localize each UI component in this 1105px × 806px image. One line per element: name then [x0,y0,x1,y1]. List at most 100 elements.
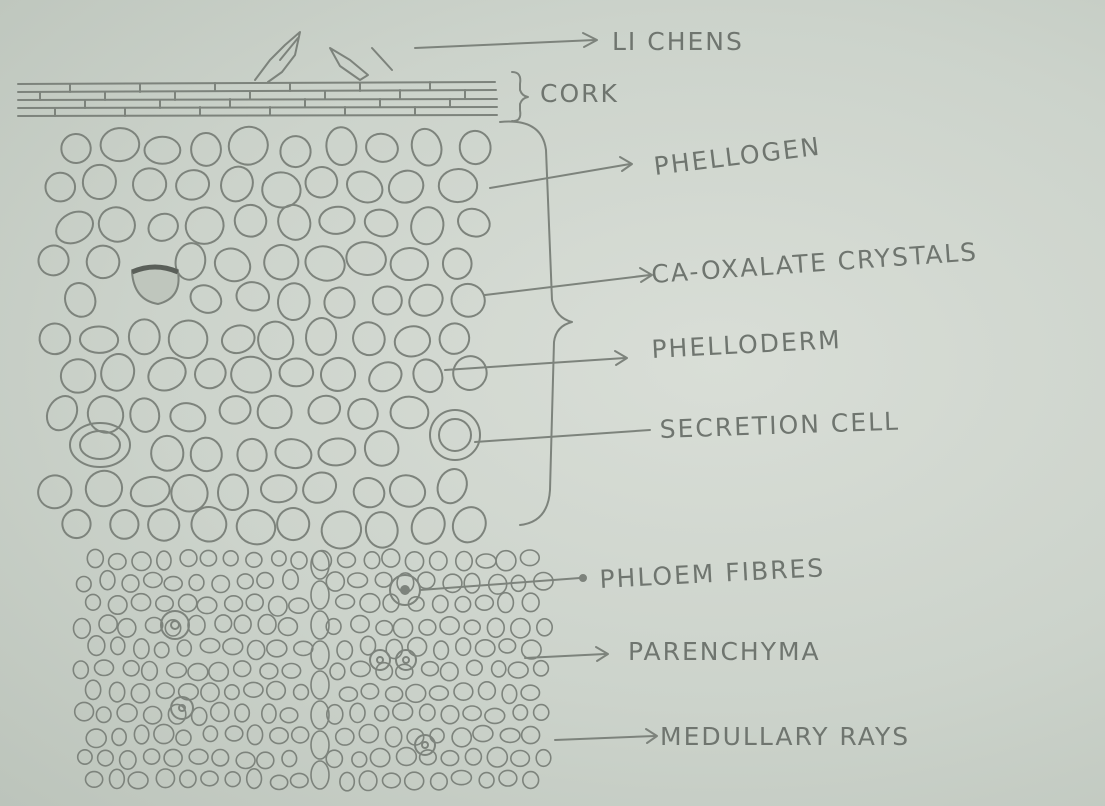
cortex-cell [408,355,447,397]
cortex-cell [236,438,268,472]
cortex-cell [173,166,213,203]
phloem-cell [77,577,92,592]
cortex-cell [438,168,478,202]
phloem-cell [479,773,494,788]
ca-oxalate-crystal-cell [132,267,179,304]
cortex-cell [229,354,273,394]
phloem-cell [267,640,287,657]
phloem-cell [511,751,530,767]
cortex-cell [219,322,258,357]
phloem-cell [132,552,151,570]
cortex-cell [408,204,448,247]
cortex-cell [97,350,138,394]
cortex-cell [128,473,172,509]
phloem-cell [476,554,496,568]
phloem-cell [375,706,389,721]
cortex-cell [79,326,118,354]
cortex-cell [363,130,401,166]
phloem-cell [75,702,94,720]
phloem-cell [144,749,160,764]
cortex-cell [129,319,160,354]
phloem-cell [376,621,393,635]
phloem-cell [225,596,243,612]
medullary-ray-cell [311,761,329,789]
phloem-cell [376,663,392,680]
phloem-cell [118,619,136,637]
phloem-cell [260,663,278,678]
phloem-cell [430,686,449,700]
phloem-cell [386,727,402,747]
cortex-cell [132,167,167,201]
phloem-cell [434,641,449,659]
cortex-cell [298,467,342,509]
phloem-cell [123,661,139,676]
phloem-cell [180,770,196,787]
cortex-cell [217,473,249,511]
phloem-cell [99,615,117,633]
cortex-cell [167,318,210,360]
phloem-cell [350,703,365,722]
phloem-cell [359,771,377,791]
cortex-cell [223,121,274,171]
phloem-cell [283,570,298,590]
phloem-cell [234,661,251,677]
phloem-cell [212,576,229,593]
cortex-cell [234,280,271,313]
phloem-cell [189,575,204,591]
cortex-cell [180,202,228,249]
phloem-cell [330,663,345,679]
label-phelloderm: PHELLODERM [651,325,843,364]
phloem-cell [154,724,174,743]
phloem-cell [383,773,401,788]
phloem-cell [479,682,496,700]
phloem-cell [156,596,173,611]
phloem-cell [420,704,435,721]
phloem-cell [511,619,530,638]
phloem-cell [289,598,309,613]
phloem-cell [338,553,356,568]
phloem-cell [200,550,216,566]
cortex-cell [257,395,292,429]
phloem-cell [336,729,354,746]
phloem-cell [292,727,309,743]
phloem-cell [473,726,493,742]
cortex-cell [216,162,258,206]
phloem-cell [499,770,517,786]
phloem-cell [351,661,370,676]
phloem-cell [234,615,251,633]
phloem-cell [235,704,249,722]
phloem-cell [430,729,444,743]
cortex-cell [408,125,446,169]
phloem-cell [88,636,105,656]
phloem-cell [370,749,389,767]
phloem-cell [156,769,174,788]
cortex-cell [342,166,388,209]
cortex-cell [344,239,388,277]
phloem-cell [408,638,427,656]
medullary-ray-cell [311,671,329,699]
phloem-cell [176,730,191,745]
cortex-bracket [500,122,572,525]
phloem-cell [352,752,367,767]
cortex-cell [447,350,492,396]
cortex-cell [435,319,473,358]
phloem-cell [405,552,423,571]
cortex-cell [446,279,490,322]
phloem-cell [393,619,412,638]
crystals-pointer [485,275,650,295]
phloem-cell [339,687,357,701]
cortex-cell [454,204,494,242]
phellogen-pointer [490,164,630,188]
phloem-cell [188,616,205,635]
cortex-cell [168,400,208,434]
phloem-cell [258,615,276,635]
cortex-cell [317,437,357,468]
pointer-lines [415,33,657,743]
cortex-cell [60,507,93,540]
cortex-cell [99,126,140,162]
cortex-cell [145,137,181,164]
phloem-cell [201,771,218,786]
phloem-cell [157,551,171,570]
phloem-cell [200,639,219,653]
